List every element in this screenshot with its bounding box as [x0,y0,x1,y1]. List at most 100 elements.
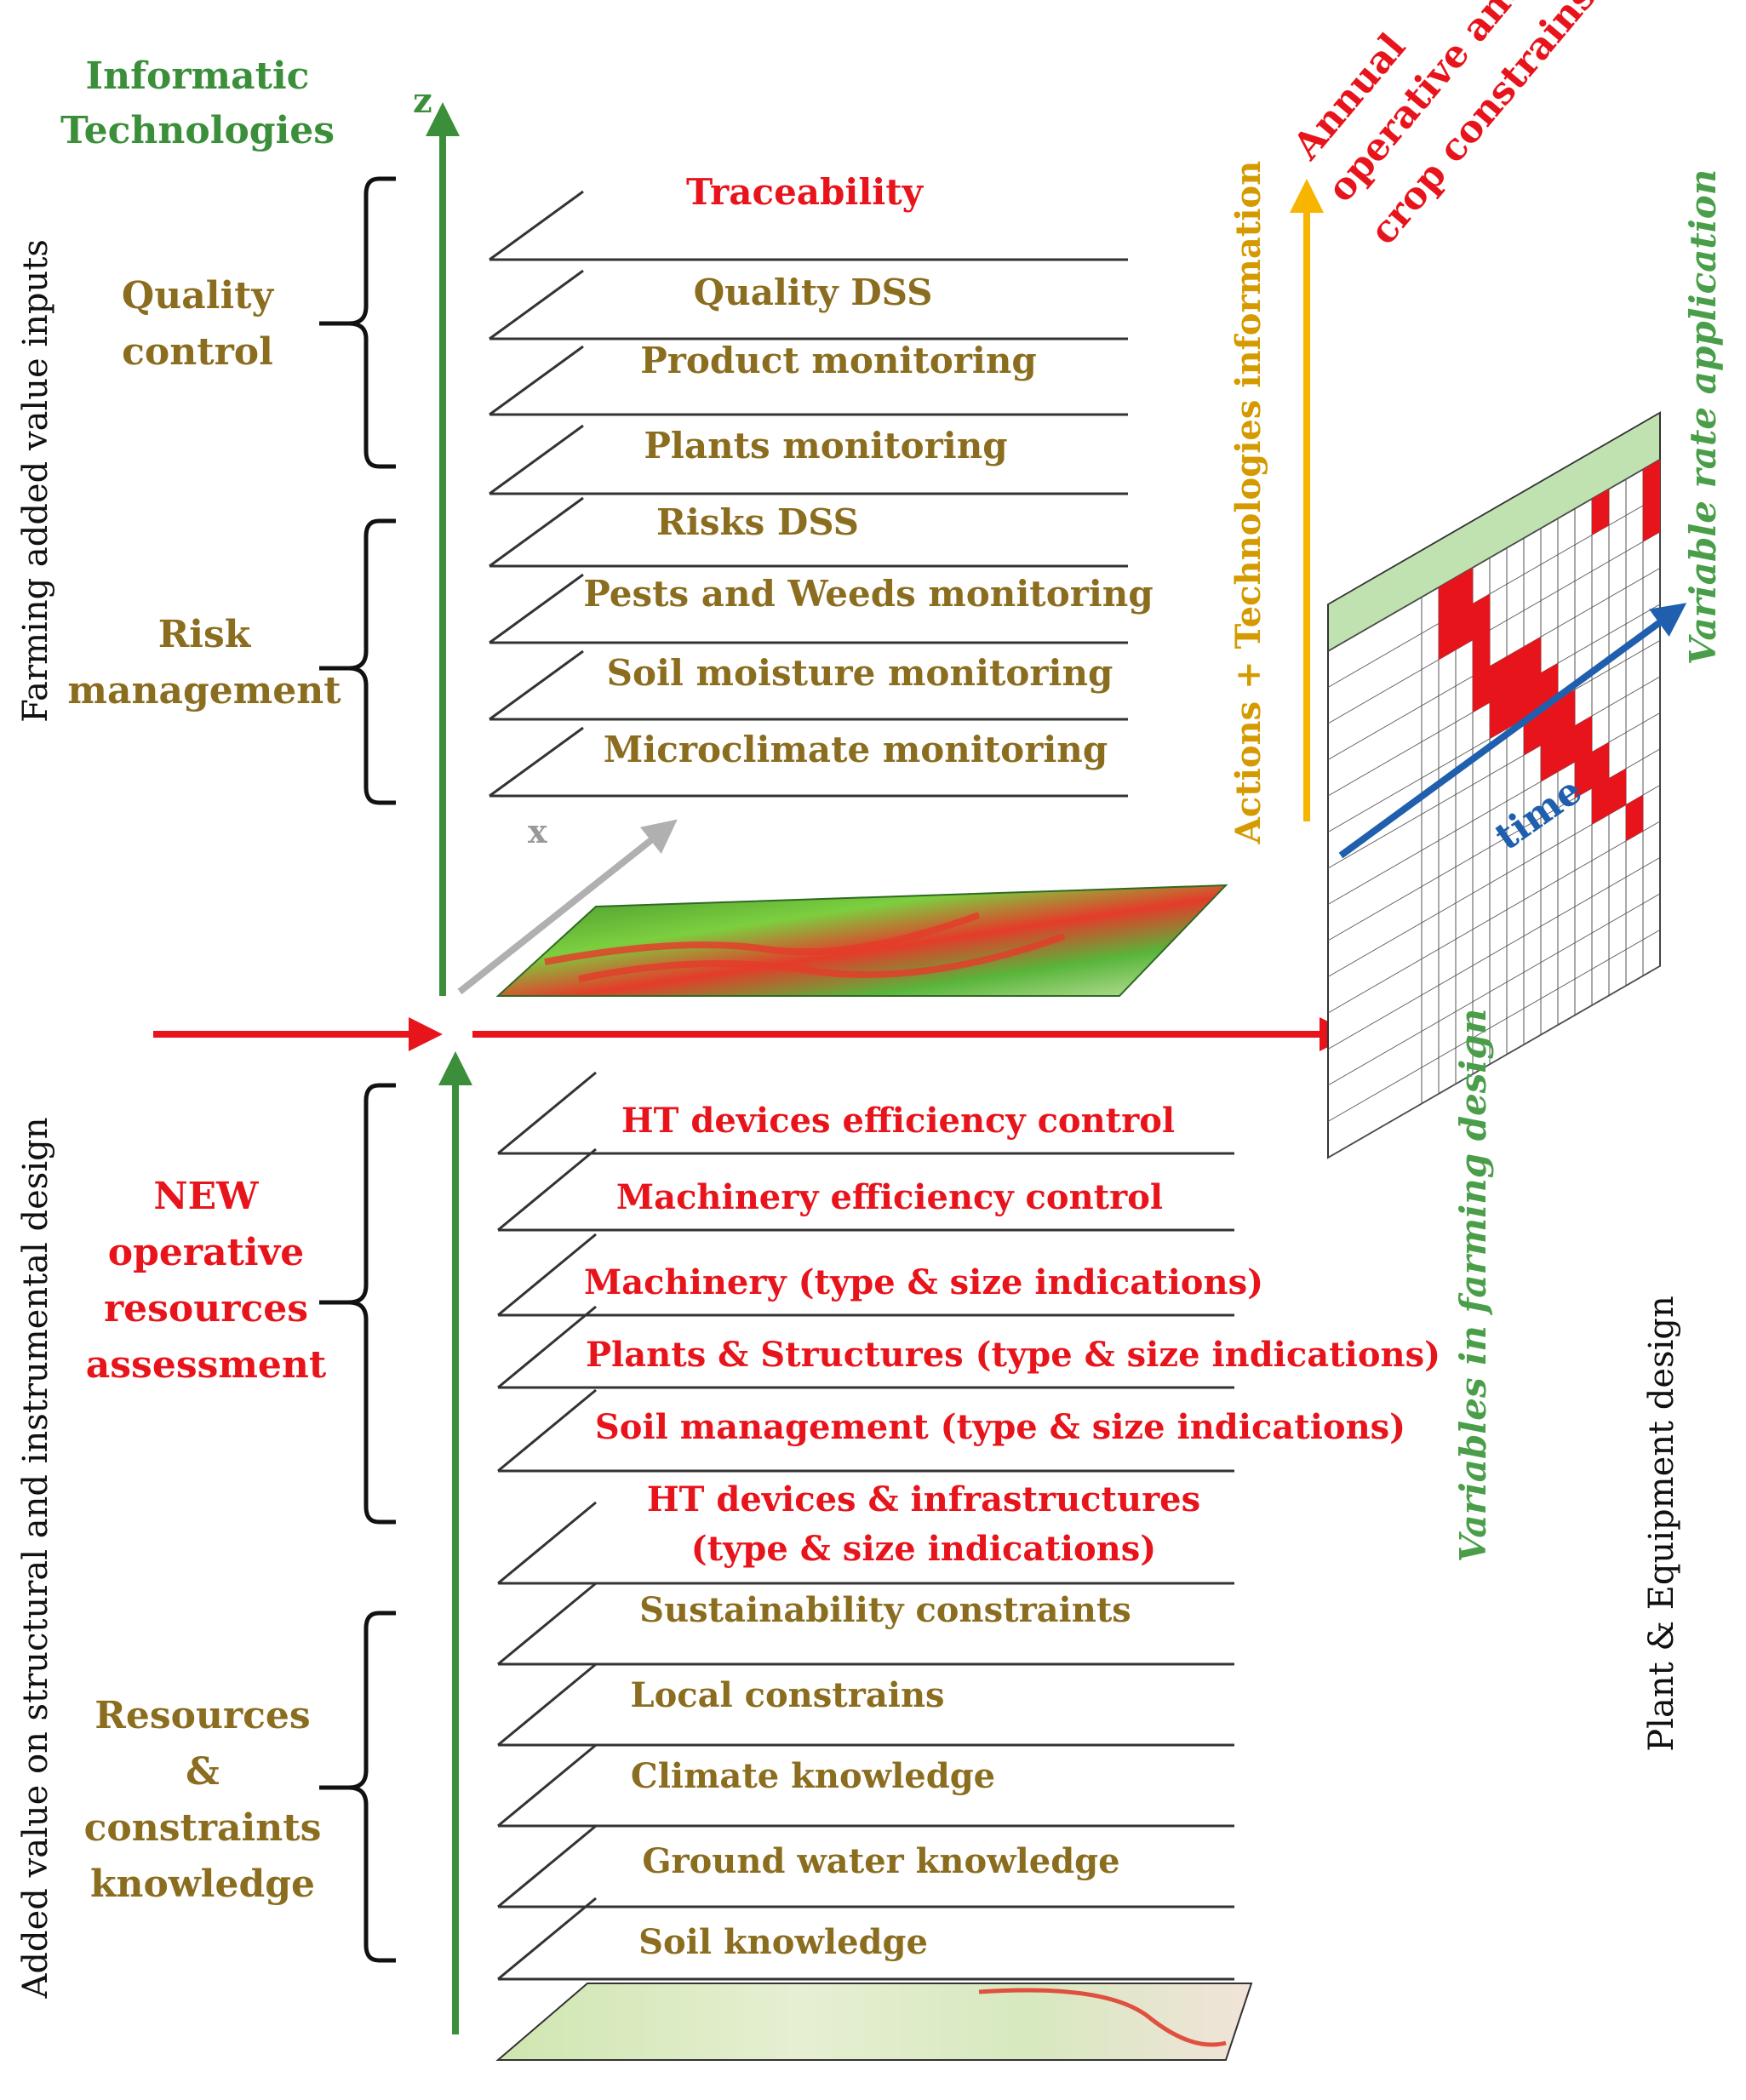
table-grid-row [1328,531,1660,724]
table-grid-row [1328,929,1660,1122]
x-axis-label: x [528,812,547,850]
lower-layer-label: Local constrains [630,1675,944,1715]
new-ops-label-4: assessment [86,1343,327,1387]
table-grid-row [1328,856,1660,1050]
upper-layer-label: Pests and Weeds monitoring [583,573,1153,615]
lower-layer-label: Soil knowledge [638,1922,928,1962]
layer-diagonal [497,1388,597,1473]
lower-layer-label: Plants & Structures (type & size indicat… [586,1335,1440,1375]
lower-layer-4: Soil management (type & size indications… [497,1388,1405,1473]
schedule-cell [1626,794,1643,841]
schedule-cell [1473,593,1490,640]
farming-added-value-label: Farming added value inputs [16,239,55,723]
resources-label-1: Resources [94,1694,310,1737]
soil-map-lower [495,1983,1253,2061]
lower-layer-5: HT devices & infrastructures (type & size… [497,1479,1234,1585]
lower-layer-10: Soil knowledge [497,1897,1234,1981]
lower-layer-label: Machinery efficiency control [616,1177,1163,1217]
schedule-cell [1609,768,1626,815]
quality-label-1: Quality [122,274,275,318]
lower-layer-2: Machinery (type & size indications) [497,1233,1263,1317]
upper-layer-0: Traceability [489,171,1128,261]
layer-diagonal [489,345,584,416]
table-grid-row [1328,821,1660,1014]
lower-layer-label: HT devices & infrastructures [647,1479,1200,1519]
layer-diagonal [489,424,584,495]
lower-layer-label: Machinery (type & size indications) [584,1262,1263,1302]
upper-layer-4: Risks DSS [489,496,1128,568]
layer-diagonal [497,1501,597,1585]
field-map-detail [544,912,1066,982]
variable-rate-label: Variable rate application [1682,169,1724,666]
x-axis [457,819,678,995]
schedule-cell [1490,692,1507,739]
bracket-risk-management [319,518,396,805]
resources-label-3: constraints [84,1806,322,1850]
informatic-title-line1: Informatic [86,54,310,98]
quality-label-2: control [122,330,273,374]
upper-layer-6: Soil moisture monitoring [489,649,1128,721]
soil-map-detail [978,1988,1227,2047]
lower-layer-label-2: (type & size indications) [691,1529,1156,1569]
resources-label-2: & [186,1750,220,1794]
schedule-cell [1439,577,1456,624]
risk-label-1: Risk [158,613,252,656]
lower-layer-label: Soil management (type & size indications… [595,1407,1405,1447]
layer-diagonal [497,1582,597,1666]
schedule-cell [1490,656,1507,703]
upper-layer-2: Product monitoring [489,340,1128,416]
lower-layer-7: Local constrains [497,1662,1234,1747]
resources-label-4: knowledge [90,1863,315,1906]
schedule-cell [1592,489,1609,535]
lower-layer-label: HT devices efficiency control [621,1101,1175,1141]
risk-label-2: management [67,669,341,712]
schedule-cell [1541,699,1558,746]
table-grid-row [1328,676,1660,869]
upper-layer-label: Microclimate monitoring [604,729,1108,770]
lower-layer-label: Sustainability constraints [639,1590,1131,1630]
upper-layer-label: Quality DSS [694,272,933,313]
layer-diagonal [497,1071,597,1155]
upper-layer-1: Quality DSS [489,269,1128,340]
upper-layer-label: Traceability [686,171,925,213]
bracket-new-operative [319,1083,396,1525]
schedule-cell [1575,752,1592,798]
layer-diagonal [497,1233,597,1317]
bracket-resources [319,1611,396,1963]
lower-layer-label: Climate knowledge [631,1756,995,1796]
schedule-cell [1575,716,1592,763]
layer-diagonal [489,190,584,261]
schedule-cell [1473,630,1490,677]
plant-equipment-label: Plant & Equipment design [1642,1296,1681,1752]
lower-layer-label: Ground water knowledge [642,1841,1119,1881]
table-grid-row [1328,965,1660,1159]
schedule-cell [1524,672,1541,719]
schedule-cell [1524,637,1541,684]
lower-layer-3: Plants & Structures (type & size indicat… [497,1305,1440,1389]
informatic-title-line2: Technologies [60,109,335,152]
schedule-cell [1473,666,1490,712]
layer-diagonal [497,1147,597,1232]
upper-layer-5: Pests and Weeds monitoring [489,573,1154,644]
layer-diagonal [497,1662,597,1747]
upper-layer-7: Microclimate monitoring [489,726,1128,798]
lower-layer-0: HT devices efficiency control [497,1071,1234,1155]
field-map-upper [495,884,1228,997]
schedule-cell [1507,646,1524,693]
lower-layer-8: Climate knowledge [497,1743,1234,1828]
layer-diagonal [489,573,584,644]
schedule-cell [1558,725,1575,772]
schedule-cell [1456,604,1473,650]
new-ops-label-3: resources [104,1287,308,1330]
bracket-quality-control [319,176,396,469]
layer-diagonal [497,1743,597,1828]
layer-diagonal [489,496,584,568]
schedule-cell [1456,567,1473,614]
time-arrow [1338,603,1687,859]
lower-layer-9: Ground water knowledge [497,1824,1234,1908]
new-ops-label-1: NEW [153,1175,259,1218]
layer-diagonal [489,649,584,721]
schedule-cell [1643,459,1660,506]
